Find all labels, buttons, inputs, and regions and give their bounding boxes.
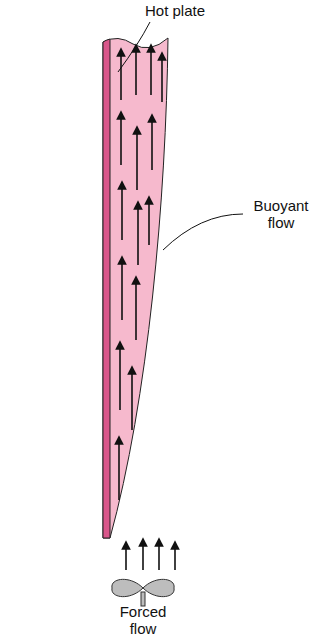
flow-label: Forced flow bbox=[110, 603, 176, 637]
flow-arrow bbox=[142, 542, 144, 570]
flow-arrow bbox=[174, 545, 176, 570]
buoyant-layer bbox=[103, 38, 168, 538]
flow-arrow bbox=[158, 542, 160, 570]
flow-arrow bbox=[119, 345, 121, 410]
flow-arrow bbox=[131, 370, 133, 430]
leader-line bbox=[163, 214, 243, 250]
flow-arrow bbox=[135, 280, 137, 340]
flow-arrow bbox=[120, 115, 122, 165]
flow-arrow bbox=[121, 260, 123, 320]
flow-arrow bbox=[148, 200, 150, 245]
flow-arrow bbox=[118, 440, 120, 500]
leader-line bbox=[118, 22, 150, 72]
fan-symbol bbox=[112, 579, 174, 606]
flow-arrows bbox=[119, 48, 175, 570]
flow-arrow bbox=[120, 52, 122, 100]
plate-label: Hot plate bbox=[130, 2, 220, 19]
flow-label: Buoyant flow bbox=[245, 197, 317, 231]
flow-arrow bbox=[150, 48, 152, 95]
flow-arrow bbox=[137, 205, 139, 265]
flow-arrow bbox=[121, 185, 123, 240]
flow-arrow bbox=[136, 130, 138, 190]
hot-plate bbox=[103, 39, 110, 538]
flow-arrow bbox=[151, 118, 153, 170]
flow-arrow bbox=[125, 545, 127, 570]
flow-arrow bbox=[135, 48, 137, 95]
flow-arrow bbox=[161, 56, 163, 102]
